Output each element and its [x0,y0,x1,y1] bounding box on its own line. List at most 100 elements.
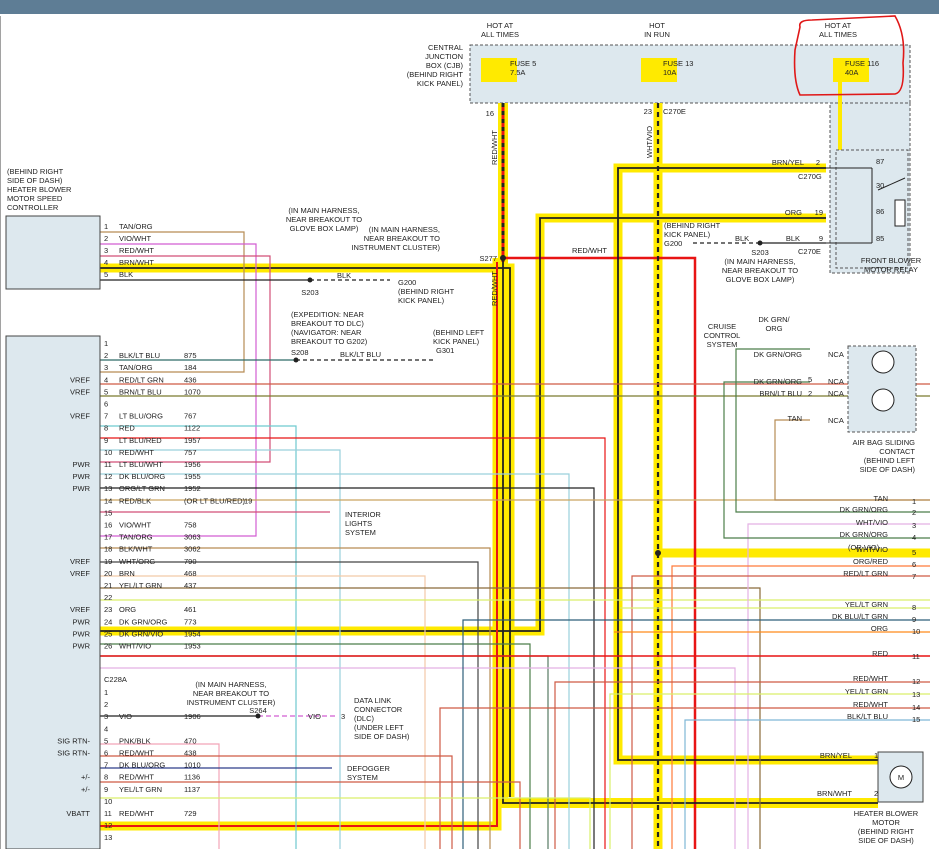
airbag-nca-3: NCA [828,416,844,425]
lower-circ-3: 1906 [184,712,201,721]
lower-pin-7: 7 [104,761,108,770]
fuse116-highlight [833,58,869,82]
right-wire-3: WHT/VIO [856,518,888,527]
module-pin-9: 9 [104,436,108,445]
airbag-pin-2: 2 [808,389,812,398]
s203-label: S203 [301,288,319,297]
right-pin-3: 3 [912,521,916,530]
module-pin-20: 20 [104,569,112,578]
s203-right-note-1: (IN MAIN HARNESS, [724,257,795,266]
motor-box [877,751,924,803]
right-wire-12: RED/WHT [853,674,888,683]
motor-symbol: M [898,773,904,782]
module-wire-25: DK GRN/VIO [119,629,163,638]
module-circ-7: 767 [184,412,197,421]
module-left-label-23: VREF [70,605,90,614]
right-wire-5: WHT/VIO [856,545,888,554]
module-left-label-12: PWR [73,472,91,481]
hot-at-all-times-0: HOT AT [487,21,514,30]
interior-lights-0: INTERIOR [345,510,381,519]
lower-left-label-8: +/- [81,773,90,782]
module-wire-12: DK BLU/ORG [119,472,165,481]
g200-label-2: KICK PANEL) [398,296,445,305]
module-wire-23: ORG [119,605,136,614]
module-pin-11: 11 [104,460,112,469]
controller-pin-1: 1 [104,222,108,231]
module-left-label-4: VREF [70,375,90,384]
airbag-wire-0: DK GRN/ORG [754,350,803,359]
cruise-label-1: CONTROL [704,331,741,340]
red-wht-mid: RED/WHT [572,246,607,255]
lower-wire-9: YEL/LT GRN [119,785,162,794]
module-circ-16: 758 [184,521,197,530]
hot-in-run-0: HOT [649,21,665,30]
relay-pin-num-30: 30 [876,181,884,190]
motor-label-0: HEATER BLOWER [854,809,919,818]
right-wire-4: DK GRN/ORG [840,530,889,539]
controller-label-4: CONTROLLER [7,203,59,212]
right-pin-4: 4 [912,533,916,542]
hot-in-run-1: IN RUN [644,30,670,39]
module-wire-3: TAN/ORG [119,363,153,372]
lower-wire-11: RED/WHT [119,809,154,818]
lower-left-label-5: SIG RTN- [57,736,90,745]
module-wire-17: TAN/ORG [119,533,153,542]
lower-wire-6: RED/WHT [119,749,154,758]
interior-lights-2: SYSTEM [345,528,376,537]
module-pin14-extra: 19 [244,496,252,505]
fuse13-highlight [641,58,677,82]
lower-pin-8: 8 [104,773,108,782]
splice-dots [255,240,763,719]
module-wire-13: ORG/LT GRN [119,484,165,493]
cjb-label-4: KICK PANEL) [417,79,464,88]
controller-wire-1: TAN/ORG [119,222,153,231]
fuse5-highlight [481,58,517,82]
dlc-vio: VIO [308,712,321,721]
lower-pin-10: 10 [104,797,112,806]
motor-label-1: MOTOR [872,818,900,827]
hot-at-all-times-2-0: HOT AT [825,21,852,30]
module-box [5,335,101,849]
module-wire-20: BRN [119,569,135,578]
relay-internal [826,149,909,269]
module-pin-8: 8 [104,424,108,433]
module-wire-19: WHT/ORG [119,557,155,566]
controller-wire-5: BLK [119,270,133,279]
s208-label: S208 [291,348,309,357]
dlc-label-0: DATA LINK [354,696,391,705]
relay-label-0: FRONT BLOWER [861,256,922,265]
module-wire-9: LT BLU/RED [119,436,162,445]
g301-label: G301 [436,346,454,355]
defogger-label-0: DEFOGGER [347,764,391,773]
fuse-rating-0: 7.5A [510,68,525,77]
right-wire-9: DK BLU/LT GRN [832,612,888,621]
highlight-paths [100,80,930,849]
pin5-or: (OR VIO) [848,543,880,552]
lower-circ-8: 1136 [184,773,200,782]
module-wire-10: RED/WHT [119,448,154,457]
module-pin-1: 1 [104,339,108,348]
g301-note-1: KICK PANEL) [433,337,480,346]
g301-note-0: (BEHIND LEFT [433,328,485,337]
module-circ-25: 1954 [184,629,201,638]
module-left-label-13: PWR [73,484,91,493]
lower-pin-13: 13 [104,833,112,842]
controller-label-0: (BEHIND RIGHT [7,167,64,176]
module-pin-10: 10 [104,448,112,457]
right-pin-7: 7 [912,572,916,581]
dlc-label-3: (UNDER LEFT [354,723,404,732]
c270e-label: C270E [798,247,821,256]
relay-pin-num-85: 85 [876,234,884,243]
controller-pin-2: 2 [104,234,108,243]
cjb-label-3: (BEHIND RIGHT [407,70,464,79]
module-pin-3: 3 [104,363,108,372]
right-pin-13: 13 [912,690,920,699]
right-wire-15: BLK/LT BLU [847,712,888,721]
lower-pin-6: 6 [104,749,108,758]
module-pin-6: 6 [104,400,108,409]
relay-pin-2: 2 [816,158,820,167]
s208-note-0: (EXPEDITION: NEAR [291,310,365,319]
right-pin-1: 1 [912,497,916,506]
s264-note-0: (IN MAIN HARNESS, [195,680,266,689]
